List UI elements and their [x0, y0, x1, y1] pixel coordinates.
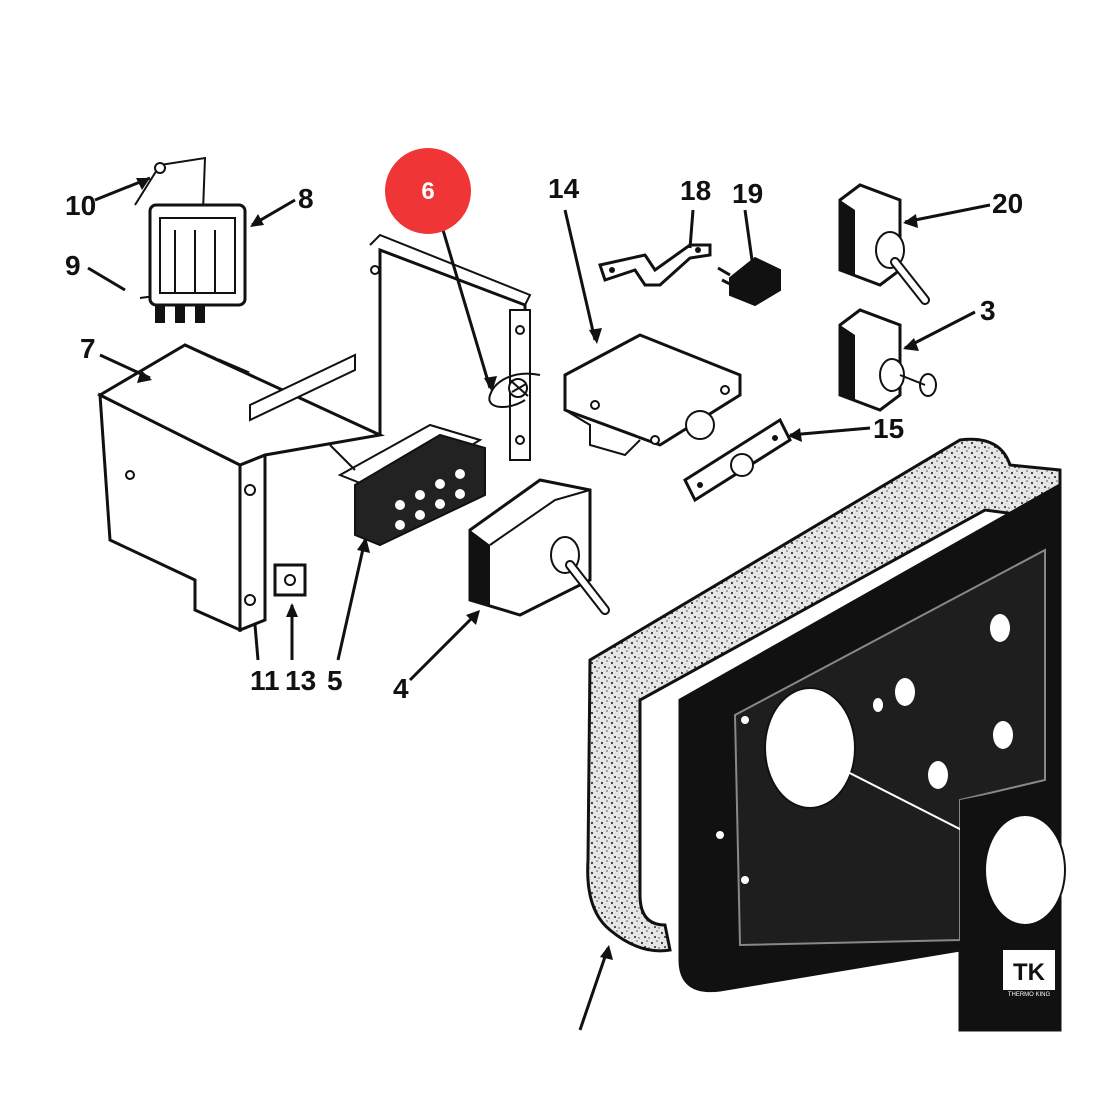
- toggle-switch-large: [468, 478, 610, 617]
- callout-part-6[interactable]: 6: [385, 148, 471, 234]
- relay-housing: [148, 203, 247, 307]
- control-box-bracket: [96, 233, 532, 633]
- label-part-11: 11: [250, 665, 280, 696]
- push-button-cap: [717, 256, 781, 307]
- toggle-switch-small: [838, 183, 930, 305]
- terminal-block: [329, 423, 486, 547]
- label-part-13: 13: [285, 665, 316, 696]
- label-part-8: 8: [298, 183, 314, 214]
- label-part-10: 10: [65, 190, 96, 221]
- part-number-labels: 10 9 8 7 14 18 19 20 3 15 11 13 5 4: [65, 173, 1023, 704]
- label-part-3: 3: [980, 295, 996, 326]
- relay-clip: [154, 162, 166, 174]
- spring-clip: [488, 372, 541, 408]
- relay-assembly: [134, 156, 247, 323]
- panel-cutout-large: [764, 687, 856, 809]
- label-part-7: 7: [80, 333, 96, 364]
- callout-badge[interactable]: [385, 148, 471, 234]
- label-part-20: 20: [992, 188, 1023, 219]
- label-part-9: 9: [65, 250, 81, 281]
- gasket: [586, 437, 1062, 953]
- grommet: [273, 563, 307, 597]
- leader-lines: [87, 176, 991, 1031]
- control-panel-faceplate: TK THERMO KING: [678, 482, 1066, 1032]
- label-part-4: 4: [393, 673, 409, 704]
- brand-logo: [1003, 950, 1055, 990]
- brand-logo-mark: TK: [1013, 959, 1046, 986]
- switch-body: [563, 333, 742, 457]
- label-part-14: 14: [548, 173, 580, 204]
- mounting-bracket: [598, 243, 712, 287]
- push-button-switch: [838, 308, 937, 412]
- callout-number: 6: [421, 178, 434, 205]
- label-part-19: 19: [732, 178, 763, 209]
- switch-plate: [683, 417, 792, 503]
- brand-logo-subtext: THERMO KING: [1008, 992, 1051, 998]
- label-part-5: 5: [327, 665, 343, 696]
- label-part-18: 18: [680, 175, 711, 206]
- label-part-15: 15: [873, 413, 904, 444]
